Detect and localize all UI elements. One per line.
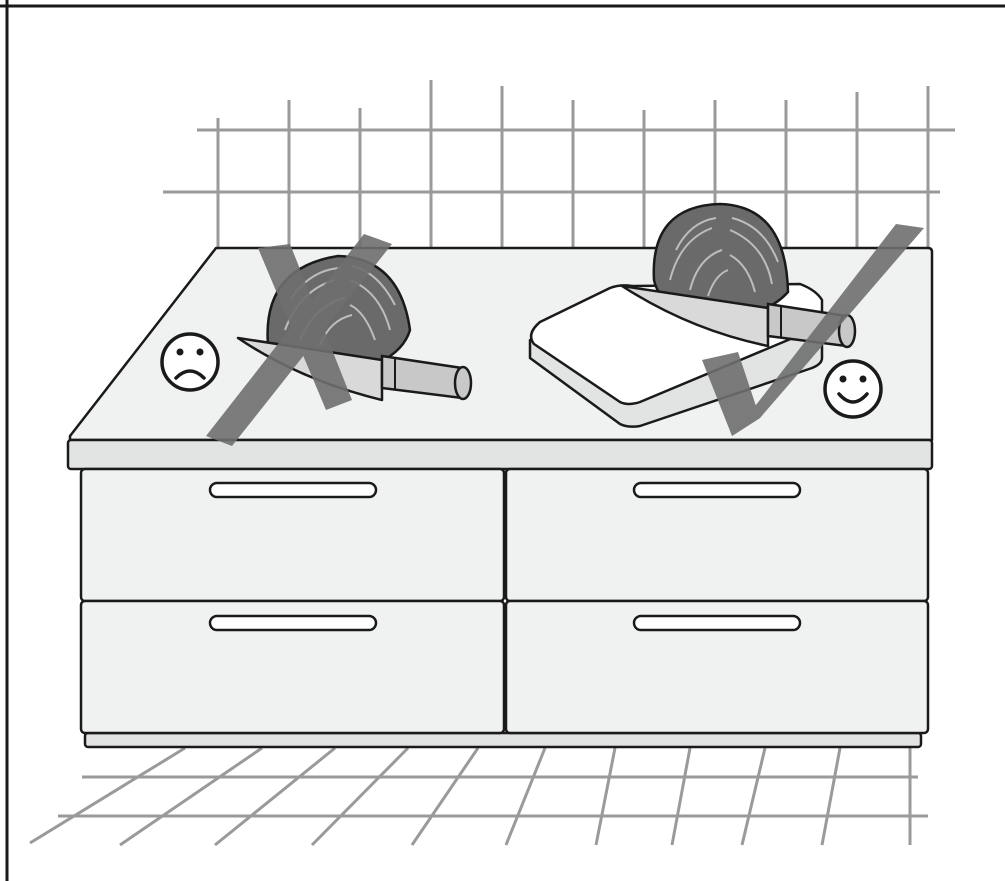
- drawer-handle: [210, 483, 376, 497]
- sad-face-icon: [162, 334, 218, 390]
- floor-tile-grid: [30, 748, 928, 845]
- wall-tile-grid: [163, 80, 955, 250]
- drawer-handle: [634, 483, 800, 497]
- countertop-edge: [68, 440, 932, 469]
- drawer-handle: [210, 616, 376, 630]
- happy-face-icon: [825, 361, 881, 417]
- drawer-handle: [634, 616, 800, 630]
- drawers: [81, 469, 928, 733]
- cabinet-plinth: [85, 733, 921, 747]
